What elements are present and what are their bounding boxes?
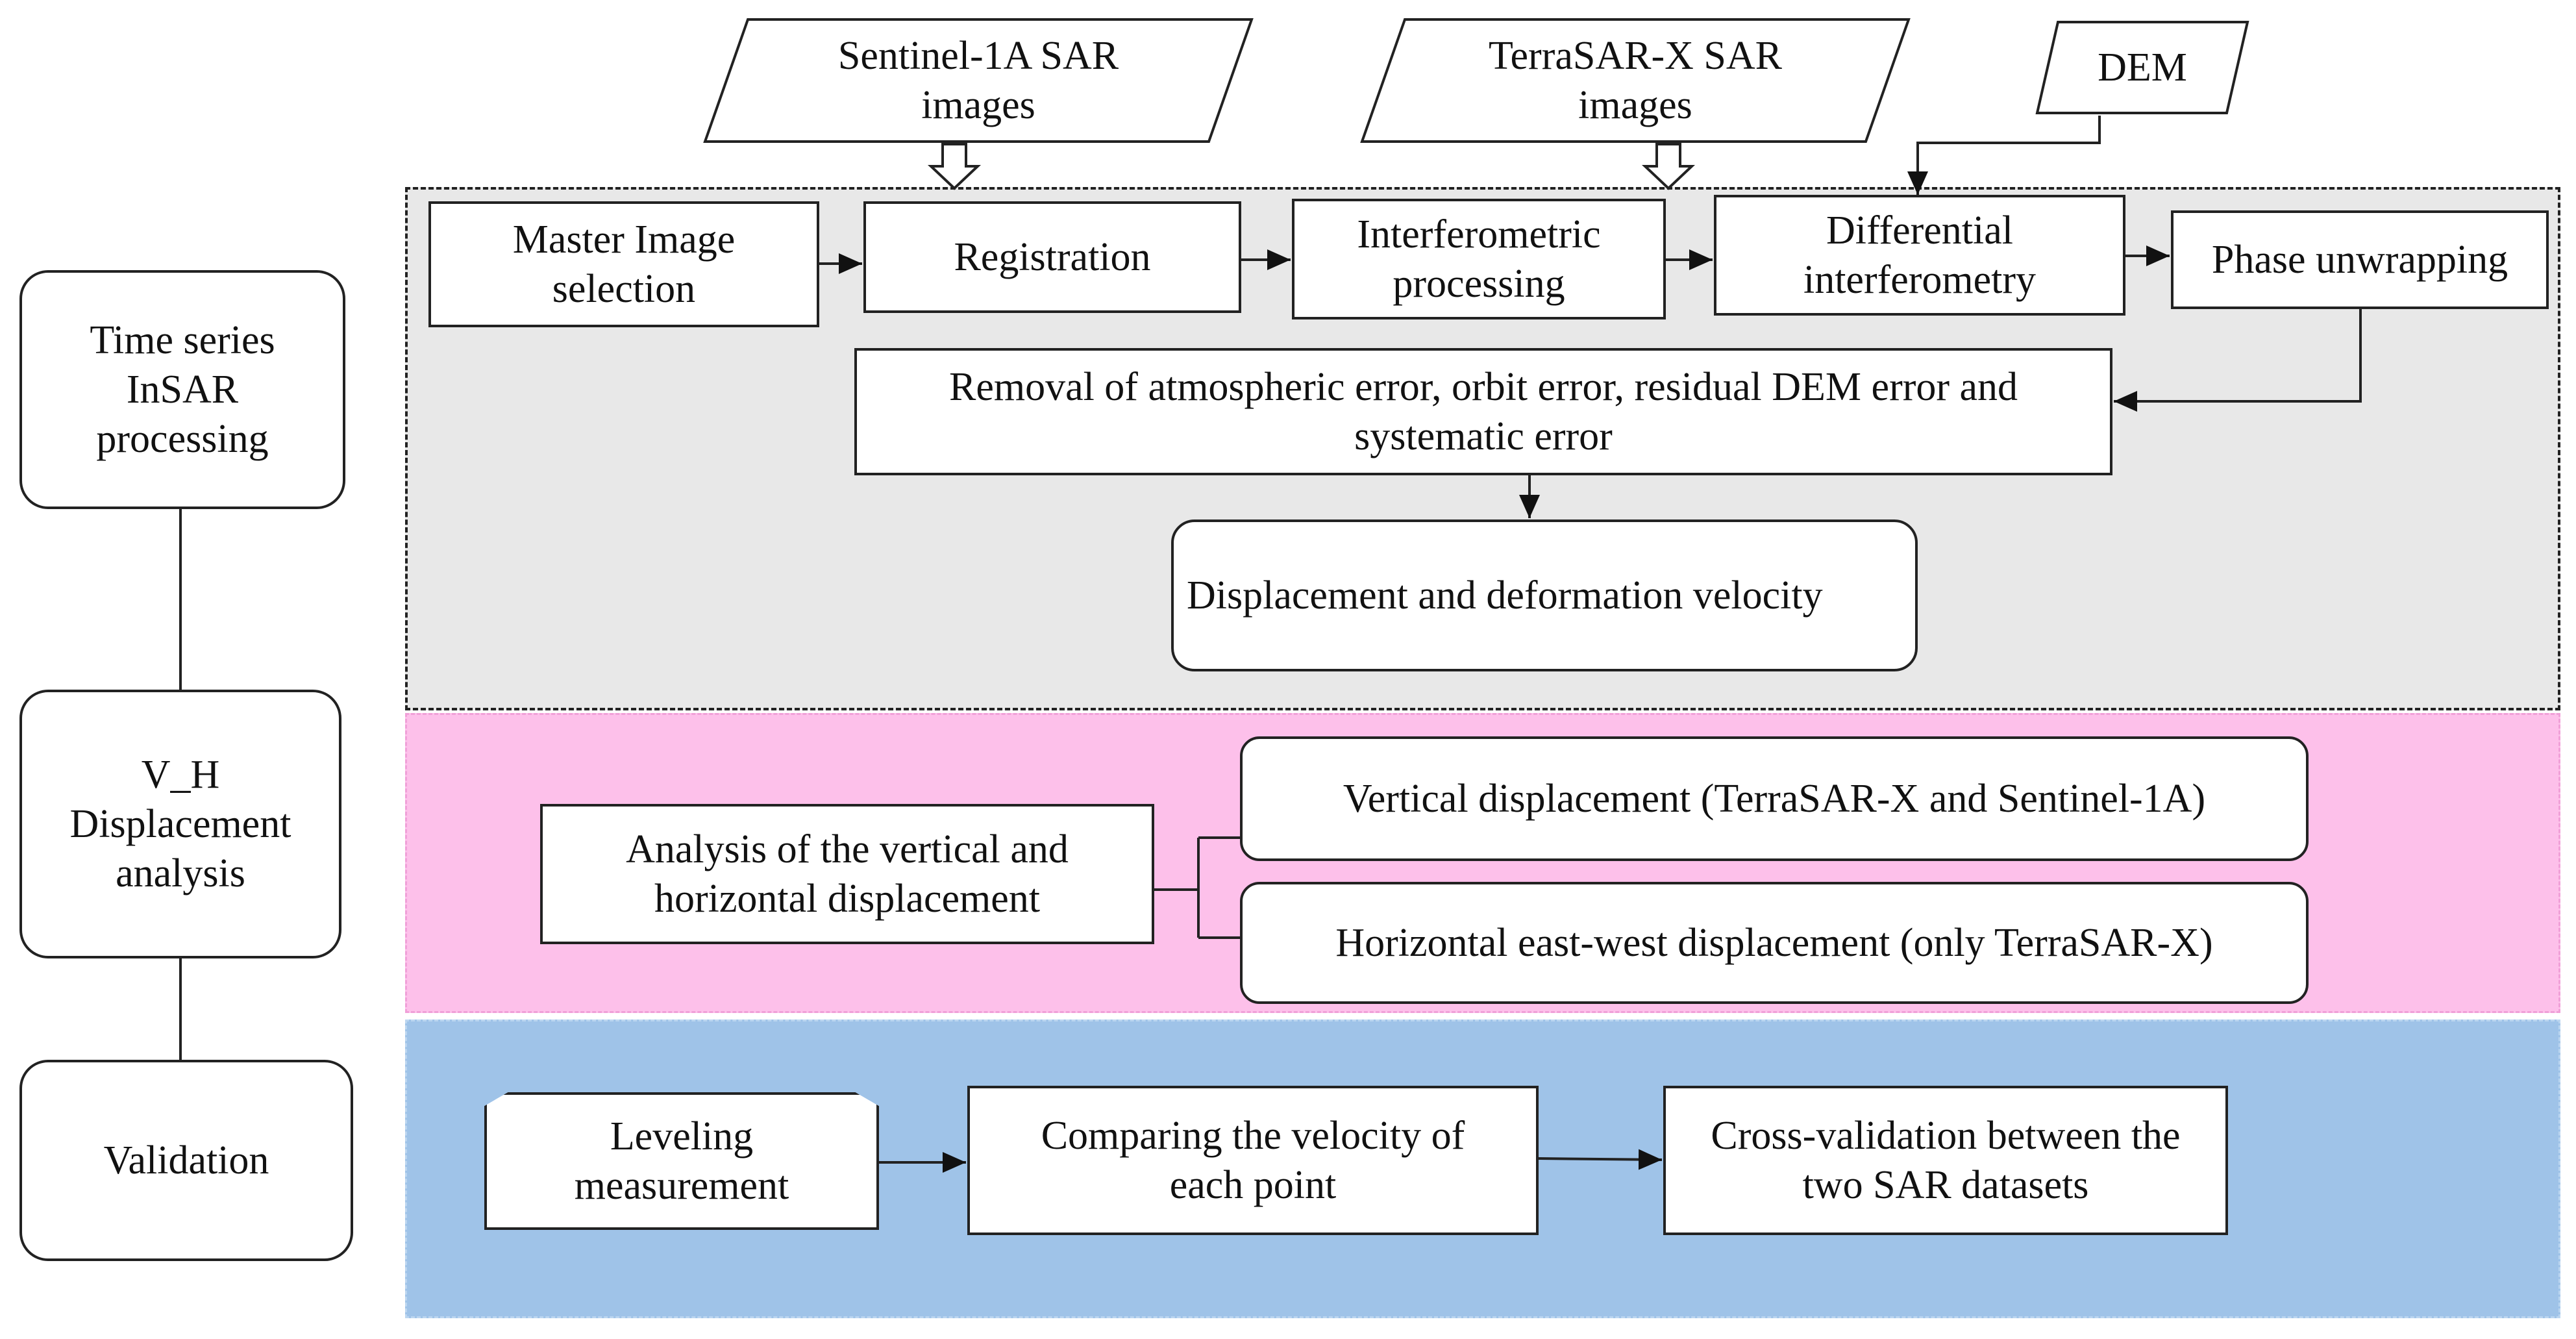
- dem-input: DEM: [2035, 19, 2250, 116]
- interferometric-processing-box: Interferometric processing: [1292, 199, 1666, 319]
- registration-label: Registration: [954, 235, 1151, 279]
- vertical-displacement-box: Vertical displacement (TerraSAR-X and Se…: [1240, 736, 2309, 861]
- terrasar-sar-label: TerraSAR-X SAR images: [1488, 34, 1782, 127]
- analysis-bracket: [1154, 836, 1240, 939]
- master-image-selection-label: Master Image selection: [512, 218, 736, 311]
- leveling-measurement-box: Leveling measurement: [484, 1092, 879, 1230]
- arrow-phase-removal: [2114, 309, 2362, 412]
- phase-unwrapping-box: Phase unwrapping: [2171, 210, 2549, 309]
- leveling-measurement-label: Leveling measurement: [574, 1114, 789, 1208]
- sentinel-hollow-arrow-icon: [927, 143, 982, 190]
- master-image-selection-box: Master Image selection: [428, 201, 819, 327]
- stage-time-series-insar: Time series InSAR processing: [19, 270, 345, 509]
- stage-validation: Validation: [19, 1060, 353, 1261]
- sentinel-sar-input: Sentinel-1A SAR images: [702, 17, 1254, 144]
- differential-interferometry-label: Differential interferometry: [1803, 208, 2037, 302]
- horizontal-displacement-label: Horizontal east-west displacement (only …: [1335, 921, 2213, 965]
- vh-analysis-label: Analysis of the vertical and horizontal …: [626, 827, 1069, 921]
- vh-analysis-box: Analysis of the vertical and horizontal …: [540, 804, 1154, 944]
- stage-vh-displacement: V_H Displacement analysis: [19, 690, 341, 958]
- arrow-comparing-cross: [1538, 1149, 1663, 1170]
- phase-unwrapping-label: Phase unwrapping: [2211, 238, 2508, 282]
- cross-validation-box: Cross-validation between the two SAR dat…: [1663, 1086, 2228, 1235]
- interferometric-processing-label: Interferometric processing: [1357, 212, 1601, 306]
- stage-validation-label: Validation: [103, 1138, 269, 1183]
- registration-box: Registration: [863, 201, 1241, 313]
- dem-arrow: [1907, 116, 2101, 195]
- compare-velocity-label: Comparing the velocity of each point: [1041, 1114, 1465, 1207]
- dem-label: DEM: [2098, 45, 2187, 90]
- differential-interferometry-box: Differential interferometry: [1714, 195, 2125, 316]
- compare-velocity-box: Comparing the velocity of each point: [967, 1086, 1539, 1235]
- terrasar-hollow-arrow-icon: [1641, 143, 1696, 190]
- error-removal-box: Removal of atmospheric error, orbit erro…: [854, 348, 2112, 475]
- error-removal-label: Removal of atmospheric error, orbit erro…: [948, 365, 2018, 458]
- cross-validation-label: Cross-validation between the two SAR dat…: [1711, 1114, 2181, 1207]
- terrasar-sar-input: TerraSAR-X SAR images: [1359, 17, 1911, 144]
- displacement-velocity-box: Displacement and deformation velocity: [1171, 519, 1918, 671]
- sentinel-sar-label: Sentinel-1A SAR images: [837, 34, 1119, 127]
- displacement-velocity-label: Displacement and deformation velocity: [1187, 573, 1823, 618]
- stage-insar-label: Time series InSAR processing: [90, 318, 275, 461]
- horizontal-displacement-box: Horizontal east-west displacement (only …: [1240, 882, 2309, 1004]
- stage-vh-label: V_H Displacement analysis: [69, 753, 291, 895]
- vertical-displacement-label: Vertical displacement (TerraSAR-X and Se…: [1343, 777, 2206, 821]
